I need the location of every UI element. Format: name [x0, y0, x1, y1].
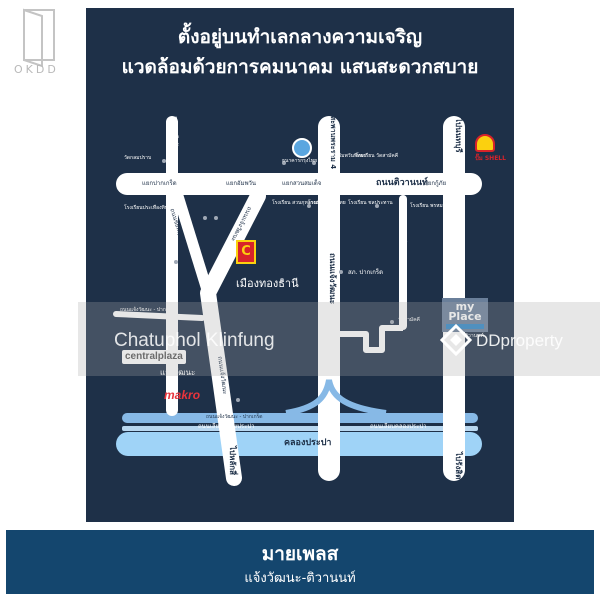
- label-school-a: โรงเรียน สวนกุหลาบนนทบุรี: [272, 200, 333, 206]
- road-diagonal-2: [200, 188, 266, 486]
- banner-title: มายเพลส: [261, 543, 339, 565]
- label-ring-left: ถนนเลียบคลองประปา: [198, 423, 255, 430]
- banner-subtitle: แจ้งวัฒนะ-ติวานนท์: [244, 571, 356, 586]
- label-police: สภ. ปากเกร็ด: [348, 269, 384, 276]
- watermark-right-text: DDproperty: [476, 331, 563, 350]
- central-plaza-logo: centralplaza: [122, 350, 186, 364]
- okdd-logo-icon: [23, 8, 55, 68]
- junction-2: แยกอัมพวัน: [226, 180, 256, 187]
- okdd-wordmark: OKDD: [14, 63, 59, 76]
- shell-logo-icon: [475, 134, 495, 152]
- label-center-road: ถนนแจ้งวัฒนะ: [328, 253, 337, 305]
- road-lower-curve: [285, 379, 387, 416]
- label-muang-thong: เมืองทองธานี: [236, 277, 299, 290]
- location-dot-icon: [162, 159, 394, 402]
- road-diagonal-1: [172, 190, 214, 299]
- label-right-vertical: ไปนนทบุรี: [454, 118, 463, 153]
- label-left-vertical: ถนนแจ้งวัฒนะ 4: [171, 116, 179, 168]
- makro-logo: makro: [164, 388, 201, 402]
- label-bottom-left: ไปหลักสี่: [228, 446, 237, 476]
- label-school-sp: โรงเรียน พรหมบุตร: [410, 203, 452, 209]
- road-zigzag: [326, 318, 403, 353]
- road-top-horizontal: [116, 173, 482, 195]
- central-plaza-sub: แจ้งวัฒนะ: [160, 368, 196, 377]
- project-logo-strip: [446, 324, 484, 329]
- project-logo-text: my Place: [448, 300, 482, 323]
- label-school-left: โรงเรียนประเทืองทิพย์วิทยา: [124, 205, 183, 211]
- headline-line-1: ตั้งอยู่บนทำเลกลางความเจริญ: [177, 26, 423, 48]
- label-temple: วัดกลมปราบ: [124, 155, 152, 161]
- junction-3: แยกสวนสมเด็จ: [282, 180, 322, 187]
- label-school-mid2: โรงเรียน วัดสามัคคี: [356, 153, 399, 159]
- central-plaza-text: centralplaza: [125, 351, 183, 362]
- watermark-left-text: Chatuphol Klinfung: [114, 330, 275, 351]
- ring-road-upper: [122, 413, 478, 423]
- label-school-c: โรงเรียน ชลประทาน: [348, 200, 393, 206]
- label-top-road: ถนนติวานนท์: [376, 178, 428, 188]
- label-bottom-right: ไปรังสิต: [454, 452, 463, 480]
- label-shell: ปั๊ม SHELL: [475, 155, 506, 162]
- label-lower-curve: ถนนแจ้งวัฒนะ - ปากเกร็ด: [206, 414, 263, 420]
- ddproperty-logo-icon: [440, 324, 472, 356]
- big-c-logo-icon: C: [236, 240, 256, 264]
- label-bank: ธนาคารกรุงไทย: [282, 158, 318, 164]
- canal-band: [116, 432, 482, 456]
- label-left-small-road: ถนนแจ้งวัฒนะ - ปากเกร็ด: [120, 307, 177, 313]
- project-logo: my Place: [442, 298, 488, 332]
- label-soi: ซอย ติวานนท์ 56 (ซอยพรหมบุตร): [399, 200, 407, 305]
- label-canal: คลองประปา: [284, 438, 332, 448]
- road-left-small: [113, 311, 205, 321]
- junction-4: แยกกู้ภัย: [424, 180, 447, 187]
- location-map: ตั้งอยู่บนทำเลกลางความเจริญ แวดล้อมด้วยก…: [86, 8, 514, 522]
- watermark-band: [78, 302, 600, 376]
- headline-line-2: แวดล้อมด้วยการคมนาคม แสนสะดวกสบาย: [121, 56, 479, 78]
- ring-road-lower: [122, 426, 478, 431]
- road-soi: [399, 195, 407, 330]
- label-school-mid: โรงเรียน อัมพวันพิทยา: [318, 153, 367, 159]
- junction-1: แยกปากเกร็ด: [142, 180, 177, 187]
- label-school-b: โรงเรียน ทองไทย: [308, 200, 346, 206]
- bank-logo-icon: [292, 138, 312, 158]
- label-wat: วัดสามัคคี: [398, 317, 420, 323]
- project-banner: [6, 530, 594, 594]
- label-center-vertical: สะพานพระราม 4: [329, 116, 337, 170]
- label-ring-right: ถนนเลียบคลองประปา: [370, 423, 427, 430]
